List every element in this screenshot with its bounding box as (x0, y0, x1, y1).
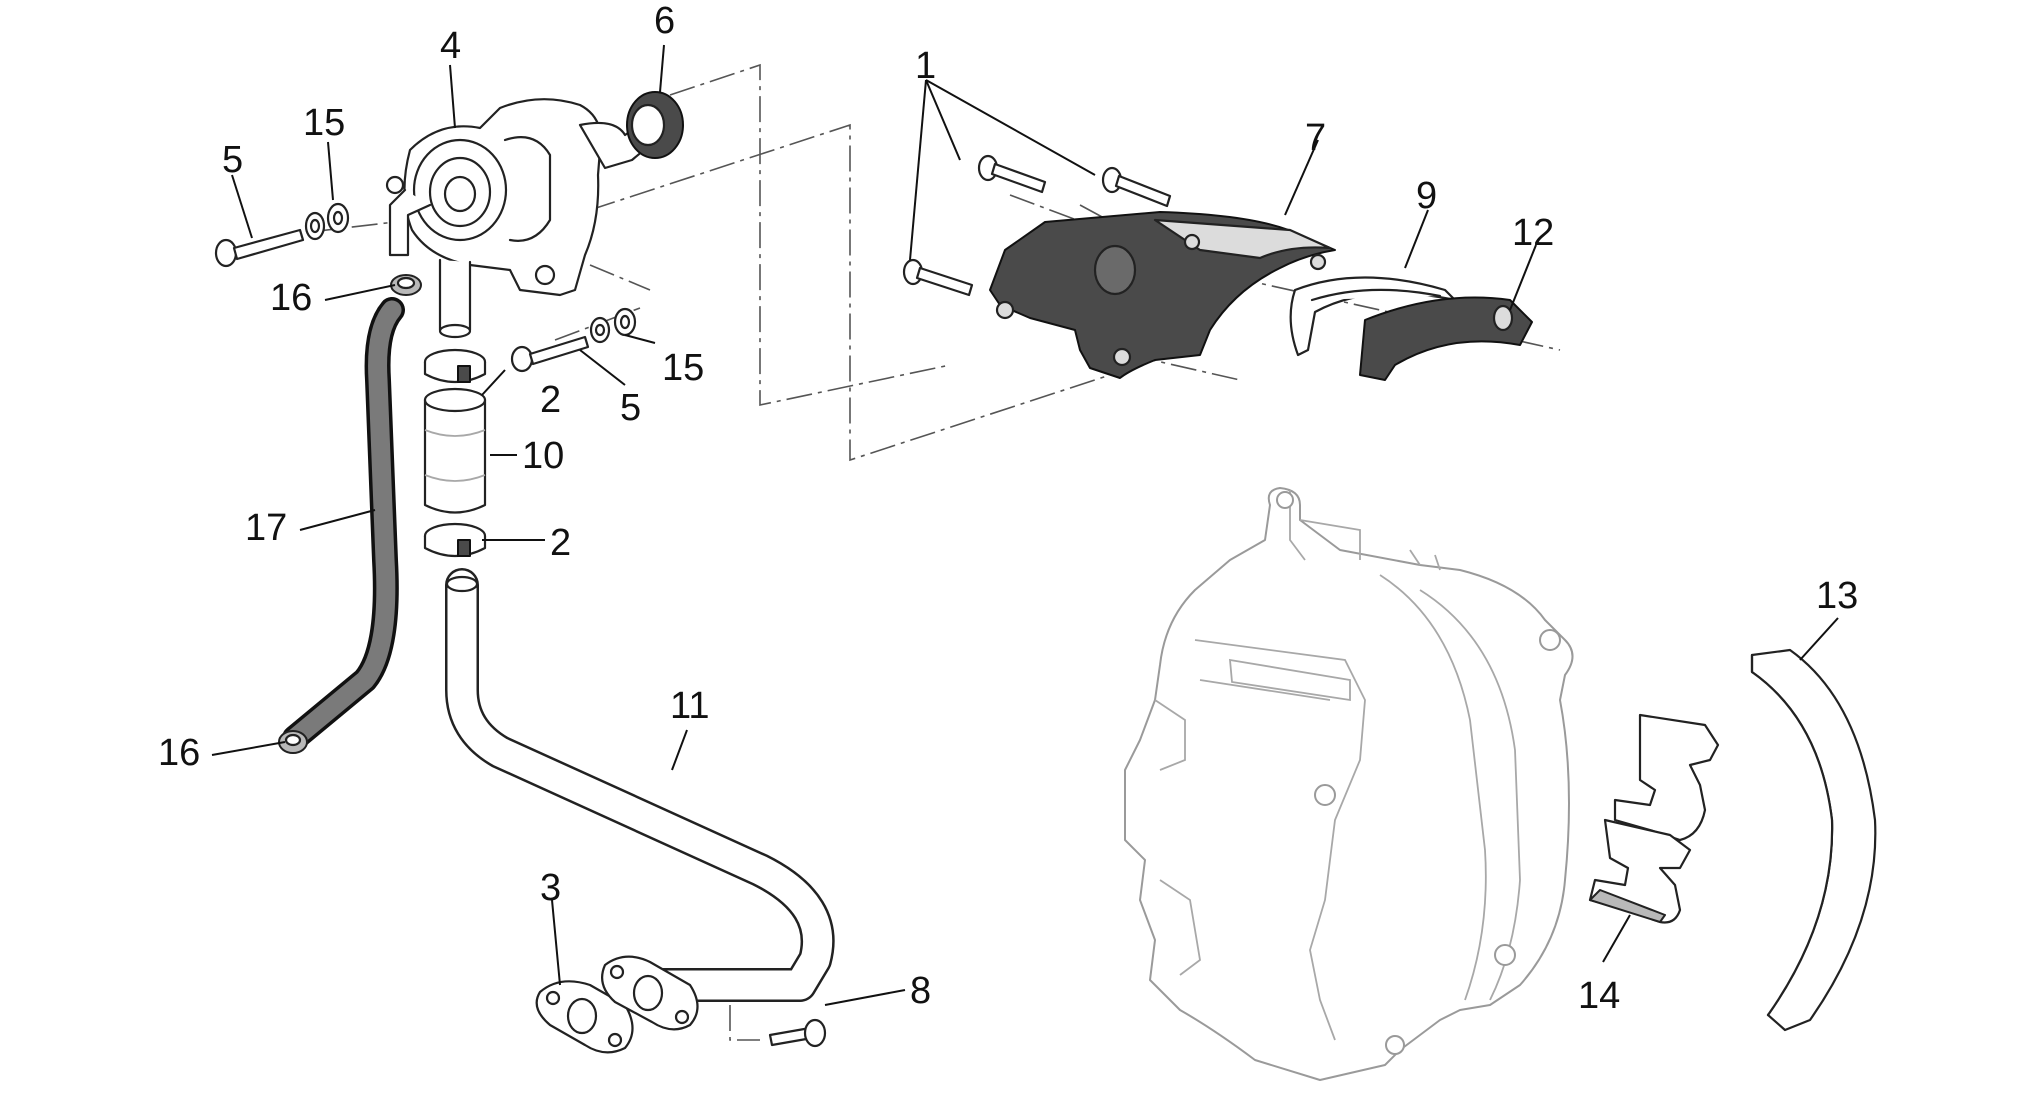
fan-housing (1124, 487, 1574, 1081)
seal-ring (626, 91, 684, 159)
callout-4: 4 (440, 25, 461, 67)
washer-right-b (613, 307, 637, 337)
callout-16-upper: 16 (270, 277, 312, 319)
small-clamp-lower (278, 730, 308, 754)
callout-7: 7 (1305, 117, 1326, 159)
callout-6: 6 (654, 0, 675, 42)
leader-lines (211, 44, 1839, 1006)
callout-2-lower: 2 (550, 522, 571, 564)
washer-left-b (326, 202, 350, 234)
callout-12: 12 (1512, 212, 1554, 254)
bolt-left (214, 228, 305, 268)
callout-16-lower: 16 (158, 732, 200, 774)
callout-8: 8 (910, 970, 931, 1012)
cover-gasket (1289, 276, 1457, 357)
washer-right-a (589, 316, 611, 344)
cover-pad (1359, 296, 1533, 381)
callout-9: 9 (1416, 175, 1437, 217)
hose-clamp-upper (423, 348, 487, 384)
hose-clamp-lower (423, 522, 487, 558)
flange-bolt (768, 1018, 827, 1048)
hose-sleeve (423, 387, 487, 514)
insulation-pad (1588, 713, 1720, 924)
callout-11: 11 (670, 685, 709, 727)
callout-5-left: 5 (222, 139, 243, 181)
curved-strip (1750, 648, 1877, 1032)
callout-13: 13 (1816, 575, 1858, 617)
water-pump (385, 98, 652, 339)
pump-cover (989, 211, 1336, 379)
cover-bolt-lower (902, 258, 974, 297)
callout-labels: 1 2 2 3 4 5 5 6 7 8 9 10 11 12 13 14 15 … (158, 0, 1858, 1017)
callout-17: 17 (245, 507, 287, 549)
callout-15-right: 15 (662, 347, 704, 389)
washer-left-a (304, 211, 326, 241)
callout-10: 10 (522, 435, 564, 477)
callout-3: 3 (540, 867, 561, 909)
callout-14: 14 (1578, 975, 1620, 1017)
callout-2-upper: 2 (540, 379, 561, 421)
callout-5-right: 5 (620, 387, 641, 429)
bolt-right (510, 335, 590, 373)
callout-1: 1 (915, 45, 936, 87)
gasket (535, 980, 634, 1054)
cover-bolt-upper-right (1101, 166, 1172, 208)
callout-15-left: 15 (303, 102, 345, 144)
pipe-flange (601, 955, 699, 1031)
outlet-pipe (445, 568, 835, 1002)
small-clamp-upper (390, 274, 422, 296)
bypass-hose (282, 297, 405, 751)
cover-bolt-upper-left (977, 154, 1047, 194)
